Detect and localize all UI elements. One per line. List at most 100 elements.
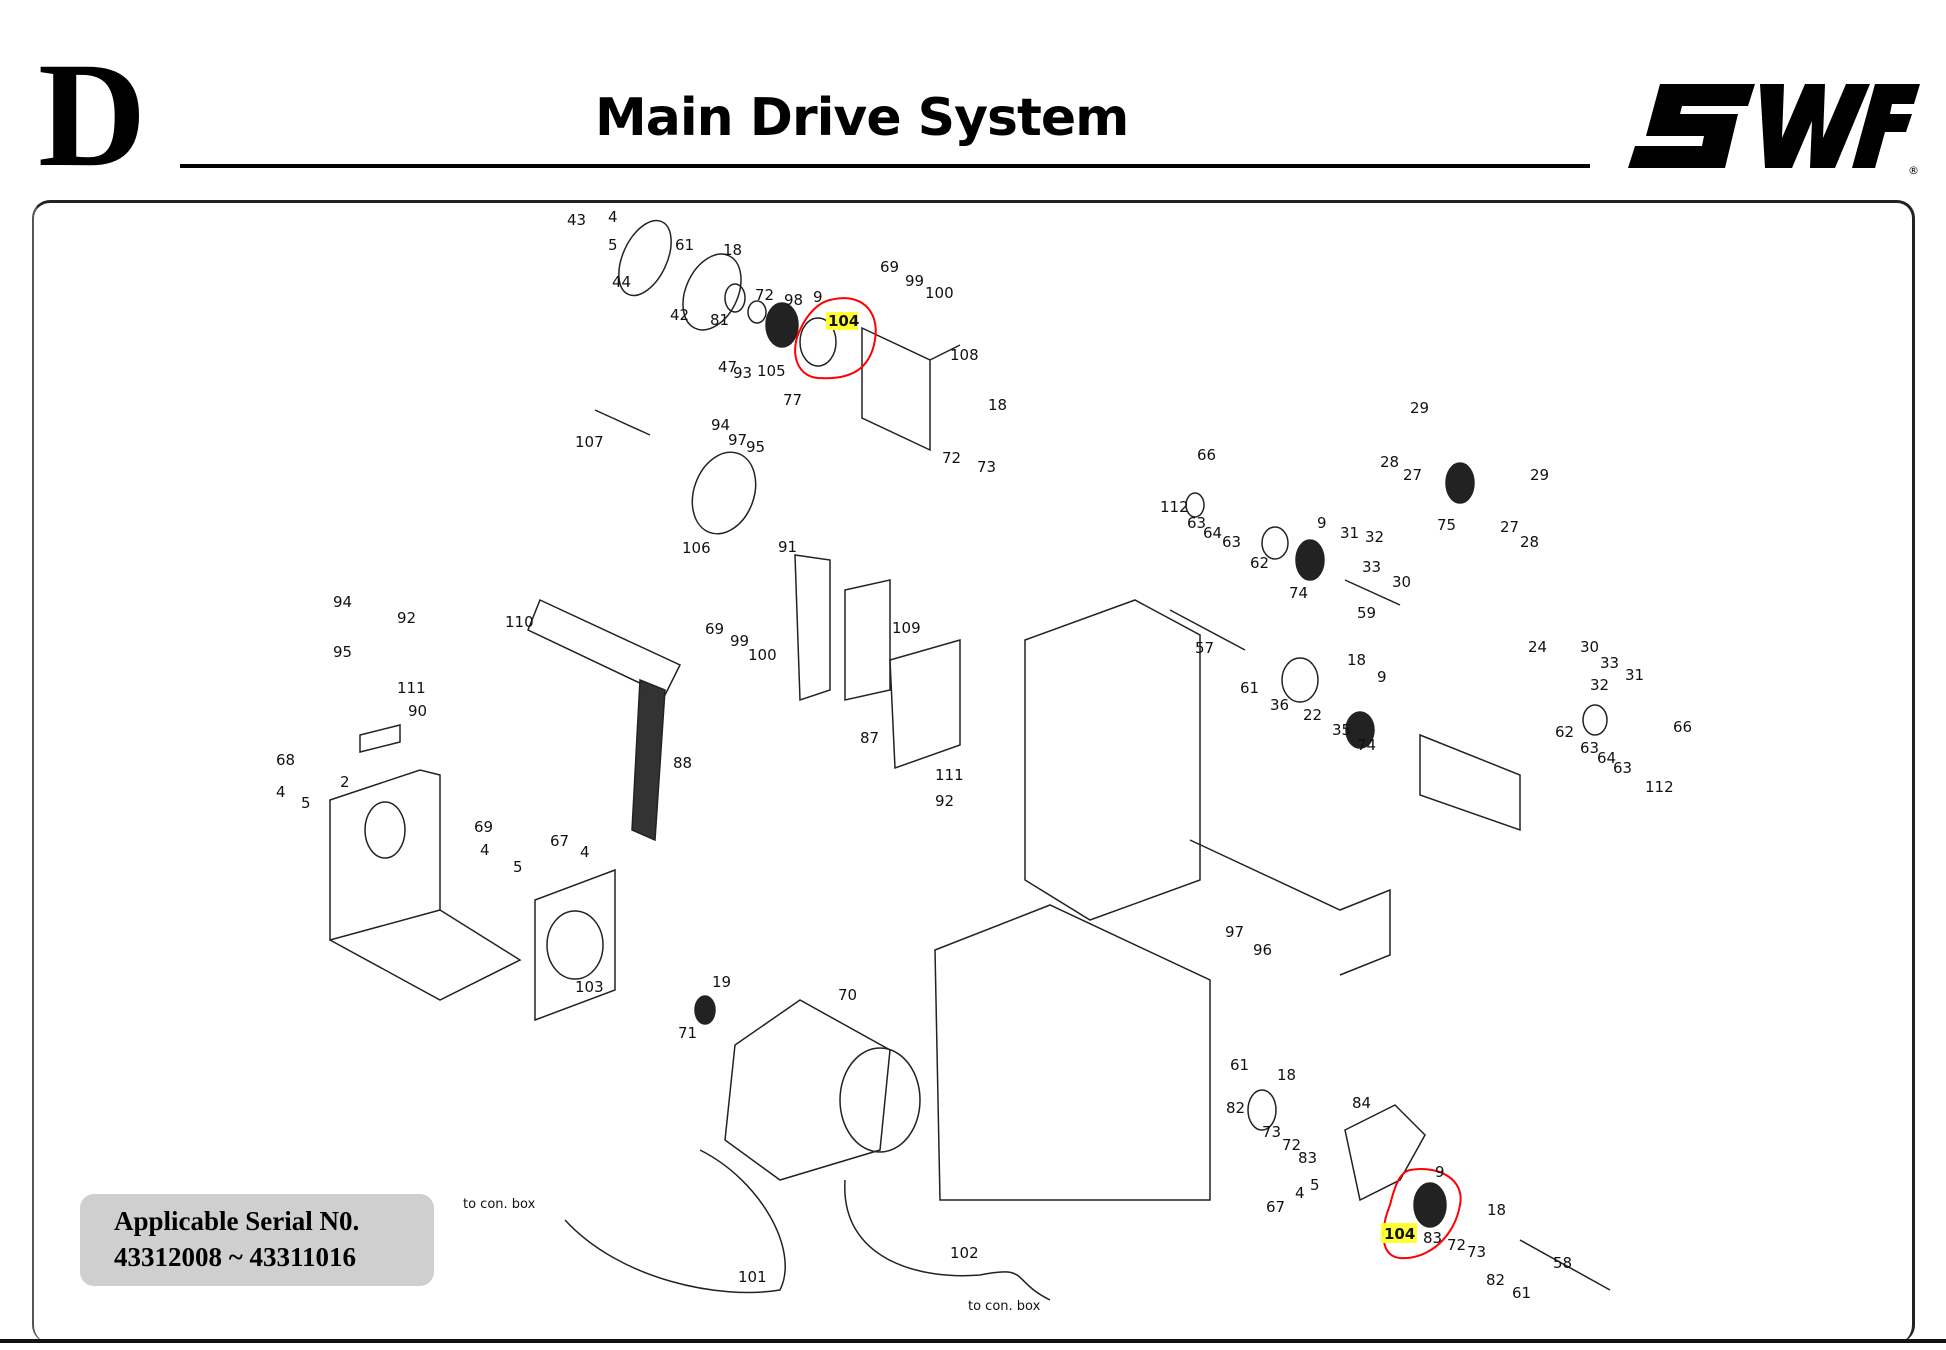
part-62-bearing (1261, 526, 1289, 560)
swf-logo: ® (1628, 84, 1920, 176)
part-label: 106 (682, 539, 711, 557)
section-letter: D (38, 32, 147, 198)
serial-heading: Applicable Serial N0. (114, 1206, 360, 1236)
part-label: 4 (276, 783, 286, 801)
part-label: 71 (678, 1024, 697, 1042)
part-108-bracket (861, 326, 961, 452)
part-label: 4 (608, 208, 618, 226)
part-label: 9 (1377, 668, 1387, 686)
part-label: 93 (733, 364, 752, 382)
part-label: 82 (1486, 1271, 1505, 1289)
part-label: 100 (925, 284, 954, 302)
part-104-pulley-upper (799, 317, 837, 367)
part-label: 63 (1222, 533, 1241, 551)
part-label: 47 (718, 358, 737, 376)
part-104-pulley-lower (1413, 1182, 1447, 1228)
part-label: 27 (1403, 466, 1422, 484)
part-label: 67 (1266, 1198, 1285, 1216)
part-label: 97 (728, 431, 747, 449)
part-label: 19 (712, 973, 731, 991)
part-label: 2 (340, 773, 350, 791)
part-106-idler (691, 451, 757, 535)
part-label: 18 (723, 241, 742, 259)
part-label: 70 (838, 986, 857, 1004)
part-label: 32 (1365, 528, 1384, 546)
registered-mark: ® (1908, 164, 1919, 176)
part-label: 43 (567, 211, 586, 229)
part-109-bracket (794, 554, 891, 702)
part-59-shaft (1344, 579, 1401, 606)
part-label: 36 (1270, 696, 1289, 714)
part-label: 22 (1303, 706, 1322, 724)
part-label: 5 (1310, 1176, 1320, 1194)
part-103-opening (546, 910, 604, 980)
part-label: 90 (408, 702, 427, 720)
part-label: 92 (397, 609, 416, 627)
part-label: 61 (1230, 1056, 1249, 1074)
part-87-plate (889, 639, 961, 770)
part-58-shaft (1519, 1239, 1611, 1291)
part-label: 83 (1423, 1229, 1442, 1247)
part-label: 18 (988, 396, 1007, 414)
part-label: 103 (575, 978, 604, 996)
part-label: 77 (783, 391, 802, 409)
part-label: 94 (711, 416, 730, 434)
part-label: 75 (1437, 516, 1456, 534)
part-label: 72 (1282, 1136, 1301, 1154)
part-label: 72 (1447, 1236, 1466, 1254)
part-label: 61 (675, 236, 694, 254)
swf-logo-mark (1628, 84, 1920, 168)
part-frame-rail (1189, 839, 1391, 976)
part-label: 99 (905, 272, 924, 290)
part-label: 42 (670, 306, 689, 324)
part-label: 67 (550, 832, 569, 850)
part-label: 57 (1195, 639, 1214, 657)
highlight-circle-lower (1382, 1168, 1462, 1260)
part-label: 68 (276, 751, 295, 769)
part-74-gear-upper (1295, 539, 1325, 581)
part-84-bracket (1344, 1104, 1426, 1202)
part-62-bearing-right (1582, 704, 1608, 736)
part-57-shaft (1169, 609, 1246, 651)
part-81-collar (724, 283, 746, 313)
highlight-marker-upper (826, 312, 858, 330)
part-label: 24 (1528, 638, 1547, 656)
part-label: 72 (942, 449, 961, 467)
part-label: 63 (1580, 739, 1599, 757)
part-label: 4 (1295, 1184, 1305, 1202)
part-label: 28 (1380, 453, 1399, 471)
part-label: 82 (1226, 1099, 1245, 1117)
part-label: 5 (608, 236, 618, 254)
part-label: 66 (1197, 446, 1216, 464)
part-label: 69 (705, 620, 724, 638)
part-label: 44 (612, 273, 631, 291)
part-label: 108 (950, 346, 979, 364)
part-label: 105 (757, 362, 786, 380)
part-label: 110 (505, 613, 534, 631)
highlight-marker-lower (1381, 1223, 1417, 1243)
part-label: 29 (1530, 466, 1549, 484)
part-label: 107 (575, 433, 604, 451)
part-110-belt-cover (527, 598, 682, 696)
part-102-cable (844, 1179, 1051, 1301)
part-label: 18 (1347, 651, 1366, 669)
highlighted-part-label-upper: 104 (828, 312, 859, 330)
part-label: 30 (1580, 638, 1599, 656)
part-gear-housing (1419, 733, 1521, 832)
part-label: 31 (1625, 666, 1644, 684)
part-label: 84 (1352, 1094, 1371, 1112)
part-label: 5 (513, 858, 523, 876)
part-label: 74 (1357, 736, 1376, 754)
diagram-frame (32, 200, 1915, 1343)
part-101-cable (564, 1149, 786, 1294)
part-label: 18 (1277, 1066, 1296, 1084)
part-label: 102 (950, 1244, 979, 1262)
title-underline (180, 164, 1590, 168)
part-label: 101 (738, 1268, 767, 1286)
serial-range: 43312008 ~ 43311016 (114, 1242, 357, 1272)
part-label: 61 (1240, 679, 1259, 697)
part-label: 62 (1555, 723, 1574, 741)
part-label: 33 (1362, 558, 1381, 576)
part-label: 9 (1435, 1163, 1445, 1181)
part-label: 74 (1289, 584, 1308, 602)
